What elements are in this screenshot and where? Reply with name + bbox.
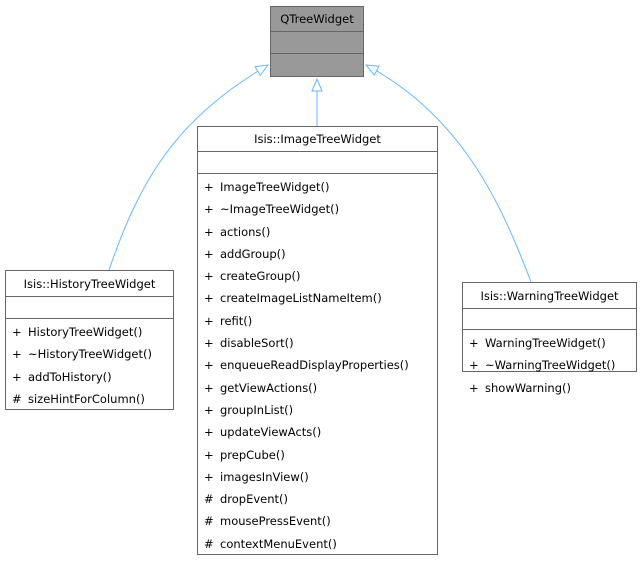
visibility-marker: # (204, 492, 214, 507)
operation-item[interactable]: + getViewActions() (204, 377, 437, 399)
operation-item[interactable]: + ~ImageTreeWidget() (204, 198, 437, 220)
operation-item[interactable]: + HistoryTreeWidget() (12, 321, 173, 343)
visibility-marker: + (12, 347, 22, 362)
operation-name: ImageTreeWidget() (220, 180, 330, 194)
operation-item[interactable]: + ~HistoryTreeWidget() (12, 343, 173, 365)
operation-item[interactable]: + actions() (204, 221, 437, 243)
operation-item[interactable]: # contextMenuEvent() (204, 533, 437, 555)
operation-name: ~ImageTreeWidget() (220, 202, 340, 217)
visibility-marker: + (204, 313, 214, 328)
operation-item[interactable]: + addToHistory() (12, 366, 173, 388)
operation-item[interactable]: + WarningTreeWidget() (469, 332, 636, 354)
operation-name: createImageListNameItem() (220, 291, 382, 306)
operation-item[interactable]: + prepCube() (204, 444, 437, 466)
visibility-marker: + (204, 425, 214, 440)
operation-item[interactable]: + groupInList() (204, 399, 437, 421)
visibility-marker: + (204, 224, 214, 239)
operation-item[interactable]: # sizeHintForColumn() (12, 388, 173, 410)
visibility-marker: + (469, 380, 479, 395)
operation-name: refit() (220, 313, 253, 328)
visibility-marker: + (204, 358, 214, 373)
operation-name: groupInList() (220, 402, 294, 417)
operations-section-historytreewidget: + HistoryTreeWidget() + ~HistoryTreeWidget… (6, 319, 173, 410)
operation-name: WarningTreeWidget() (485, 336, 606, 350)
visibility-marker: + (204, 269, 214, 284)
operation-name: ~WarningTreeWidget() (485, 358, 616, 373)
operation-item[interactable]: + ~WarningTreeWidget() (469, 354, 636, 376)
class-name-warningtreewidget: Isis::WarningTreeWidget (463, 283, 636, 309)
visibility-marker: # (204, 536, 214, 551)
class-name-imagetreewidget: Isis::ImageTreeWidget (198, 127, 437, 152)
operation-name: enqueueReadDisplayProperties() (220, 358, 409, 373)
inheritance-edge-historytreewidget (108, 65, 268, 271)
visibility-marker: + (204, 202, 214, 217)
operation-name: prepCube() (220, 447, 285, 462)
operation-item[interactable]: + refit() (204, 310, 437, 332)
visibility-marker: + (204, 291, 214, 306)
visibility-marker: + (204, 380, 214, 395)
operation-name: createGroup() (220, 269, 301, 284)
operation-name: imagesInView() (220, 469, 309, 484)
attributes-section-warningtreewidget (463, 309, 636, 330)
attributes-section-imagetreewidget (198, 152, 437, 174)
operation-name: actions() (220, 224, 271, 239)
class-box-warningtreewidget[interactable]: Isis::WarningTreeWidget + WarningTreeWidg… (462, 282, 637, 395)
visibility-marker: + (12, 369, 22, 384)
visibility-marker: + (204, 402, 214, 417)
operation-item[interactable]: + updateViewActs() (204, 421, 437, 443)
operation-name: sizeHintForColumn() (28, 391, 145, 406)
operation-name: HistoryTreeWidget() (28, 325, 143, 339)
class-name-historytreewidget: Isis::HistoryTreeWidget (6, 271, 173, 297)
operation-name: addToHistory() (28, 369, 112, 384)
operations-section-imagetreewidget: + ImageTreeWidget() + ~ImageTreeWidget() +… (198, 174, 437, 555)
visibility-marker: + (12, 325, 22, 339)
operation-item[interactable]: + createImageListNameItem() (204, 287, 437, 309)
operation-name: ~HistoryTreeWidget() (28, 347, 152, 362)
visibility-marker: # (12, 391, 22, 406)
class-name-qtreewidget: QTreeWidget (271, 7, 363, 32)
operation-item[interactable]: + imagesInView() (204, 466, 437, 488)
visibility-marker: + (469, 336, 479, 350)
visibility-marker: + (204, 246, 214, 261)
operation-item[interactable]: + enqueueReadDisplayProperties() (204, 354, 437, 376)
operation-name: updateViewActs() (220, 425, 322, 440)
operation-name: showWarning() (485, 380, 571, 395)
visibility-marker: + (204, 180, 214, 194)
operation-name: getViewActions() (220, 380, 318, 395)
visibility-marker: + (204, 447, 214, 462)
operations-section-warningtreewidget: + WarningTreeWidget() + ~WarningTreeWidget… (463, 330, 636, 399)
visibility-marker: + (469, 358, 479, 373)
operation-item[interactable]: + createGroup() (204, 265, 437, 287)
operation-item[interactable]: # dropEvent() (204, 488, 437, 510)
operation-item[interactable]: # mousePressEvent() (204, 510, 437, 532)
inheritance-edge-warningtreewidget (366, 65, 532, 283)
operation-name: addGroup() (220, 246, 286, 261)
operation-item[interactable]: + disableSort() (204, 332, 437, 354)
visibility-marker: + (204, 469, 214, 484)
class-box-historytreewidget[interactable]: Isis::HistoryTreeWidget + HistoryTreeWidg… (5, 270, 174, 410)
visibility-marker: + (204, 336, 214, 351)
operation-item[interactable]: + addGroup() (204, 243, 437, 265)
visibility-marker: # (204, 514, 214, 529)
operation-name: mousePressEvent() (220, 514, 331, 529)
operation-item[interactable]: + ImageTreeWidget() (204, 176, 437, 198)
class-box-imagetreewidget[interactable]: Isis::ImageTreeWidget + ImageTreeWidget()… (197, 126, 438, 555)
operation-item[interactable]: + showWarning() (469, 377, 636, 399)
attributes-section-qtreewidget (271, 32, 363, 54)
operation-name: disableSort() (220, 336, 294, 351)
class-box-qtreewidget[interactable]: QTreeWidget (270, 6, 364, 77)
operation-name: contextMenuEvent() (220, 536, 337, 551)
operation-name: dropEvent() (220, 492, 289, 507)
attributes-section-historytreewidget (6, 297, 173, 319)
